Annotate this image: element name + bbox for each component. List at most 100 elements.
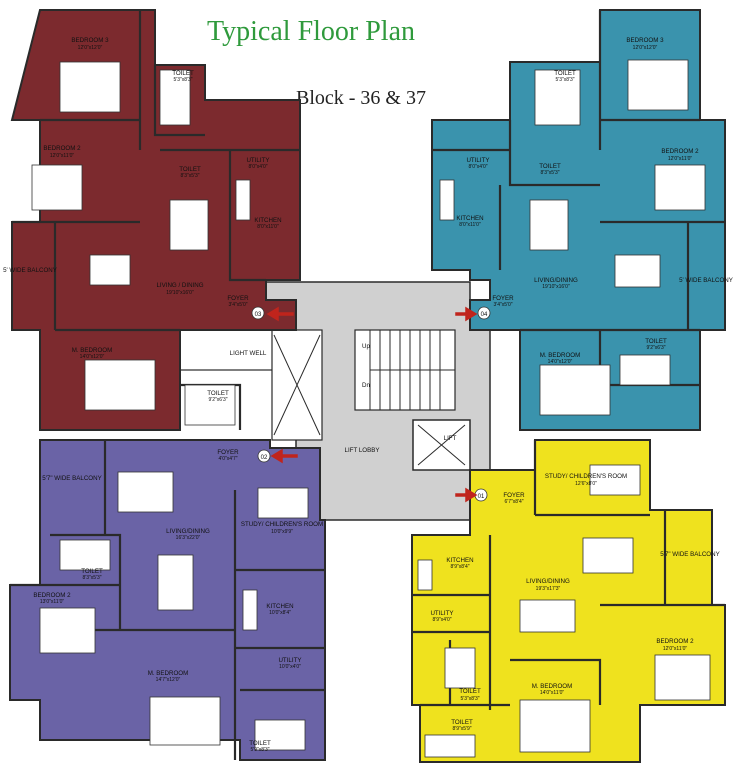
svg-text:UTILITY: UTILITY bbox=[278, 657, 301, 664]
svg-text:5'3"x8'3": 5'3"x8'3" bbox=[173, 77, 192, 83]
toilet-fixtures-a bbox=[534, 69, 581, 126]
svg-text:12'0"x11'0": 12'0"x11'0" bbox=[663, 646, 687, 652]
svg-text:8'9"x8'4": 8'9"x8'4" bbox=[450, 564, 469, 570]
svg-text:UTILITY: UTILITY bbox=[466, 157, 489, 164]
svg-text:19'10"x16'0": 19'10"x16'0" bbox=[542, 284, 570, 290]
unit-03-furniture bbox=[31, 61, 265, 426]
svg-text:TOILET: TOILET bbox=[249, 740, 271, 747]
svg-text:12'6"x8'0": 12'6"x8'0" bbox=[575, 481, 597, 487]
svg-text:9'2"x6'3": 9'2"x6'3" bbox=[208, 397, 227, 403]
svg-text:M. BEDROOM: M. BEDROOM bbox=[72, 347, 113, 354]
svg-text:19'10"x16'0": 19'10"x16'0" bbox=[166, 290, 194, 296]
toilet-fixtures-a bbox=[159, 69, 191, 126]
unit-01-number: 01 bbox=[478, 494, 485, 500]
svg-text:TOILET: TOILET bbox=[645, 338, 667, 345]
entry-arrows bbox=[266, 306, 478, 503]
svg-text:TOILET: TOILET bbox=[554, 70, 576, 77]
svg-text:LIVING/DINING: LIVING/DINING bbox=[534, 277, 578, 284]
svg-text:LIVING / DINING: LIVING / DINING bbox=[156, 282, 203, 289]
svg-text:10'0"x4'0": 10'0"x4'0" bbox=[279, 664, 301, 670]
arrow-unit-02 bbox=[270, 448, 298, 464]
dining-table bbox=[157, 554, 194, 611]
unit-04-furniture bbox=[439, 59, 706, 416]
kitchen-counter bbox=[439, 179, 455, 221]
svg-text:BEDROOM 2: BEDROOM 2 bbox=[33, 592, 71, 599]
svg-text:KITCHEN: KITCHEN bbox=[456, 215, 483, 222]
dining-table bbox=[529, 199, 569, 251]
svg-text:LIVING/DINING: LIVING/DINING bbox=[526, 578, 570, 585]
svg-text:BEDROOM 2: BEDROOM 2 bbox=[661, 148, 699, 155]
svg-text:M. BEDROOM: M. BEDROOM bbox=[532, 683, 573, 690]
bed-bedroom2 bbox=[654, 654, 711, 701]
toilet-fixtures-b bbox=[184, 384, 236, 426]
svg-text:TOILET: TOILET bbox=[459, 688, 481, 695]
kitchen-counter bbox=[242, 589, 258, 631]
svg-text:14'7"x12'0": 14'7"x12'0" bbox=[156, 677, 181, 683]
stair-down-label: Dn bbox=[362, 382, 370, 389]
bed-bedroom3 bbox=[59, 61, 121, 113]
svg-text:5'3"x8'3": 5'3"x8'3" bbox=[555, 77, 574, 83]
svg-text:8'0"x4'0": 8'0"x4'0" bbox=[248, 164, 267, 170]
unit-04-floor bbox=[431, 9, 726, 431]
dining-table bbox=[519, 599, 576, 633]
unit-02-furniture bbox=[39, 449, 309, 751]
plan-subtitle: Block - 36 & 37 bbox=[296, 87, 426, 109]
svg-text:4'0"x4'7": 4'0"x4'7" bbox=[218, 456, 237, 462]
lift-lobby-label: LIFT LOBBY bbox=[345, 447, 380, 454]
svg-text:12'0"x11'0": 12'0"x11'0" bbox=[668, 156, 692, 162]
core-area: Up Dn LIFT LOBBY LIFT LIGHT WELL bbox=[179, 281, 491, 521]
toilet-fixtures-b bbox=[619, 354, 671, 386]
svg-text:TOILET: TOILET bbox=[179, 166, 201, 173]
bed-bedroom3 bbox=[627, 59, 689, 111]
svg-text:FOYER: FOYER bbox=[227, 295, 249, 302]
svg-text:12'0"x12'0": 12'0"x12'0" bbox=[78, 45, 103, 51]
svg-text:10'0"x9'9": 10'0"x9'9" bbox=[271, 529, 293, 535]
svg-text:M. BEDROOM: M. BEDROOM bbox=[148, 670, 189, 677]
svg-text:TOILET: TOILET bbox=[207, 390, 229, 397]
unit-01-furniture bbox=[417, 464, 711, 758]
study-desk bbox=[589, 464, 641, 496]
light-well bbox=[179, 329, 281, 371]
unit-02: 02 FOYER 4'0"x4'7" 5'7" WIDE BALCONY LIV… bbox=[9, 439, 326, 761]
toilet-fixtures-a bbox=[59, 539, 111, 571]
svg-text:FOYER: FOYER bbox=[503, 492, 525, 499]
arrow-unit-01 bbox=[455, 487, 478, 503]
unit-03-room-0: BEDROOM 3 bbox=[71, 37, 109, 44]
svg-text:5'7" WIDE BALCONY: 5'7" WIDE BALCONY bbox=[660, 551, 719, 558]
plan-title: Typical Floor Plan bbox=[207, 16, 415, 47]
svg-text:8'9"x5'9": 8'9"x5'9" bbox=[452, 726, 471, 732]
svg-text:TOILET: TOILET bbox=[81, 568, 103, 575]
kitchen-counter bbox=[235, 179, 251, 221]
svg-text:10'0"x8'4": 10'0"x8'4" bbox=[269, 610, 291, 616]
unit-04-number: 04 bbox=[481, 312, 488, 318]
svg-text:6'7"x8'4": 6'7"x8'4" bbox=[504, 499, 523, 505]
svg-text:3'4"x5'0": 3'4"x5'0" bbox=[228, 302, 247, 308]
svg-text:BEDROOM 2: BEDROOM 2 bbox=[656, 638, 694, 645]
svg-text:8'9"x4'0": 8'9"x4'0" bbox=[432, 617, 451, 623]
unit-03-number: 03 bbox=[255, 312, 262, 318]
svg-text:14'0"x12'0": 14'0"x12'0" bbox=[548, 359, 573, 365]
kitchen-counter bbox=[417, 559, 433, 591]
svg-text:5'9"x8'3": 5'9"x8'3" bbox=[250, 747, 269, 753]
svg-text:8'3"x5'3": 8'3"x5'3" bbox=[82, 575, 101, 581]
toilet-fixtures-a bbox=[444, 647, 476, 689]
svg-text:3'4"x5'0": 3'4"x5'0" bbox=[493, 302, 512, 308]
svg-text:BEDROOM 2: BEDROOM 2 bbox=[43, 145, 81, 152]
bed-master bbox=[84, 359, 156, 411]
arrow-unit-04 bbox=[455, 306, 478, 322]
bed-bedroom2 bbox=[654, 164, 706, 211]
svg-text:STUDY/ CHILDREN'S ROOM: STUDY/ CHILDREN'S ROOM bbox=[241, 521, 323, 528]
svg-text:FOYER: FOYER bbox=[217, 449, 239, 456]
svg-text:8'0"x11'0": 8'0"x11'0" bbox=[459, 222, 481, 228]
svg-text:8'0"x11'0": 8'0"x11'0" bbox=[257, 224, 279, 230]
svg-text:8'3"x5'3": 8'3"x5'3" bbox=[540, 170, 559, 176]
svg-text:KITCHEN: KITCHEN bbox=[266, 603, 293, 610]
svg-text:5' WIDE BALCONY: 5' WIDE BALCONY bbox=[679, 277, 733, 284]
svg-text:12'0"x12'0": 12'0"x12'0" bbox=[633, 45, 658, 51]
unit-04: 04 BEDROOM 3 12'0"x12'0" TOILET 5'3"x8'3… bbox=[431, 9, 733, 431]
sofa-set bbox=[117, 471, 174, 513]
svg-text:TOILET: TOILET bbox=[451, 719, 473, 726]
svg-text:5'7" WIDE BALCONY: 5'7" WIDE BALCONY bbox=[42, 475, 101, 482]
